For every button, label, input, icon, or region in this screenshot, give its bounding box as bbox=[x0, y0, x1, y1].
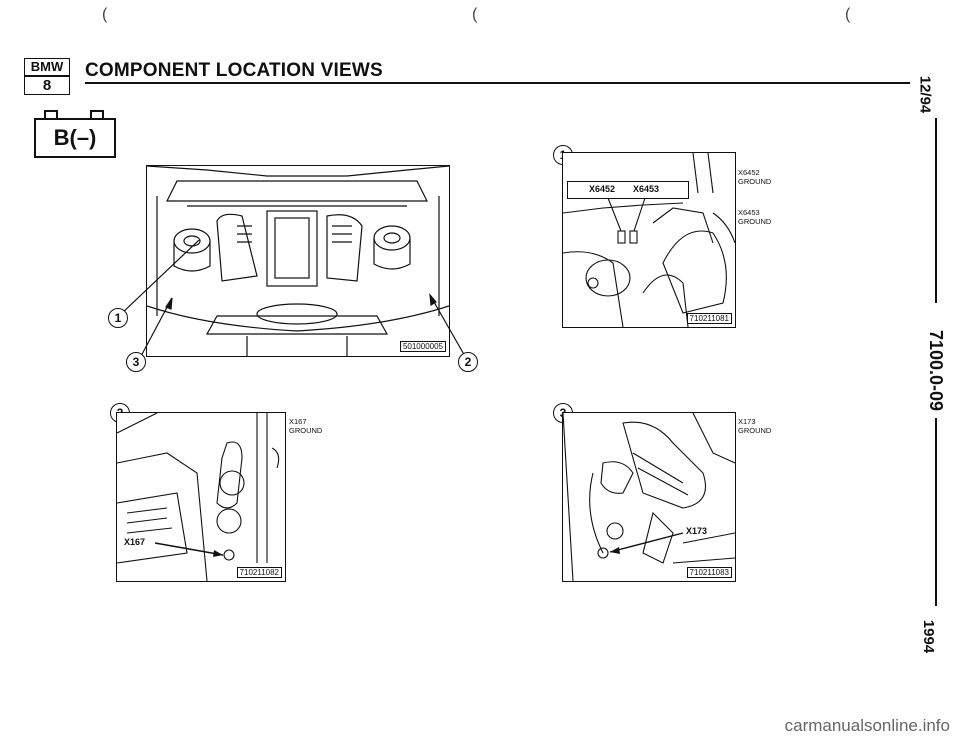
note-desc: GROUND bbox=[738, 426, 772, 435]
figure-number: 710211082 bbox=[236, 567, 282, 578]
figure-number: 710211083 bbox=[686, 567, 732, 578]
detail-1-figure: X6452 X6453 710211081 bbox=[562, 152, 736, 328]
binding-mark: ( bbox=[102, 6, 108, 23]
binding-mark: ( bbox=[472, 6, 478, 23]
note-x173: X173 GROUND bbox=[738, 417, 771, 435]
side-date: 12/94 bbox=[916, 75, 934, 114]
side-section-code: 7100.0-09 bbox=[926, 329, 947, 412]
detail-1-illustration bbox=[563, 153, 735, 327]
note-code: X173 bbox=[738, 417, 756, 426]
side-year: 1994 bbox=[920, 619, 938, 654]
side-rule bbox=[935, 418, 937, 606]
note-x167: X167 GROUND bbox=[289, 417, 322, 435]
note-x6452: X6452 GROUND bbox=[738, 168, 771, 186]
engine-bay-overview-figure: 501000005 bbox=[146, 165, 450, 357]
note-desc: GROUND bbox=[738, 217, 772, 226]
overview-leader-lines bbox=[119, 240, 467, 359]
figure-number: 710211081 bbox=[686, 313, 732, 324]
logo-bottom-text: 8 bbox=[24, 76, 70, 95]
callout-1: 1 bbox=[108, 308, 128, 328]
detail-2-figure: X167 710211082 bbox=[116, 412, 286, 582]
detail-3-figure: X173 710211083 bbox=[562, 412, 736, 582]
detail-3-illustration bbox=[563, 413, 735, 581]
x167-label: X167 bbox=[123, 537, 147, 547]
title-rule bbox=[85, 82, 910, 84]
note-code: X167 bbox=[289, 417, 307, 426]
logo-top-text: BMW bbox=[24, 58, 70, 76]
callout-3: 3 bbox=[126, 352, 146, 372]
battery-negative-icon: B(–) bbox=[34, 108, 116, 158]
page-title: COMPONENT LOCATION VIEWS bbox=[85, 60, 383, 81]
figure-number: 501000005 bbox=[399, 341, 446, 352]
bmw-8-series-logo: BMW 8 bbox=[24, 58, 70, 96]
watermark: carmanualsonline.info bbox=[784, 716, 950, 735]
note-desc: GROUND bbox=[738, 177, 772, 186]
detail-2-illustration bbox=[117, 413, 280, 581]
note-x6453: X6453 GROUND bbox=[738, 208, 771, 226]
battery-label: B(–) bbox=[34, 118, 116, 158]
x6453-label: X6453 bbox=[633, 184, 660, 194]
note-code: X6453 bbox=[738, 208, 760, 217]
side-rule bbox=[935, 118, 937, 303]
note-desc: GROUND bbox=[289, 426, 323, 435]
binding-mark: ( bbox=[845, 6, 851, 23]
x6452-label: X6452 bbox=[589, 184, 616, 194]
x173-label: X173 bbox=[685, 526, 709, 536]
engine-bay-illustration bbox=[147, 166, 449, 356]
note-code: X6452 bbox=[738, 168, 760, 177]
callout-2: 2 bbox=[458, 352, 478, 372]
